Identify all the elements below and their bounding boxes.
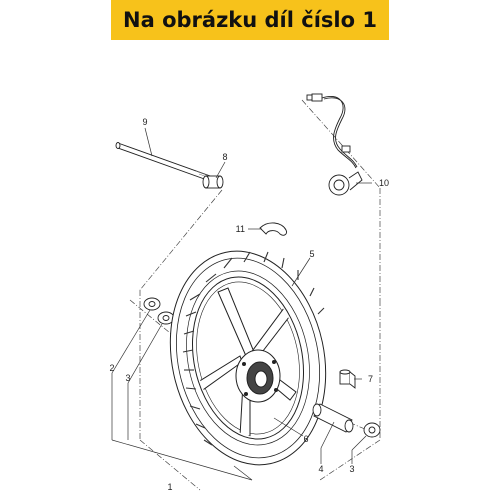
spacer-icon — [312, 403, 354, 433]
callout-5: 5 — [309, 249, 314, 259]
oil-seal-icon — [157, 311, 175, 325]
valve-icon — [339, 369, 356, 389]
callout-9: 9 — [142, 117, 147, 127]
speed-sensor-icon — [306, 93, 363, 196]
callout-8: 8 — [222, 152, 227, 162]
callout-1: 1 — [167, 482, 172, 492]
oil-seal-icon — [363, 422, 381, 438]
callout-2: 2 — [109, 363, 114, 373]
callout-labels: 9 8 10 11 5 2 3 7 6 4 3 1 — [109, 117, 389, 492]
title-banner: Na obrázku díl číslo 1 — [111, 0, 389, 40]
callout-10: 10 — [379, 178, 389, 188]
wheel-icon — [169, 250, 327, 466]
callout-3-left: 3 — [125, 373, 130, 383]
callout-4: 4 — [318, 464, 323, 474]
callout-6: 6 — [303, 434, 308, 444]
clip-icon — [259, 222, 287, 236]
banner-title: Na obrázku díl číslo 1 — [123, 8, 377, 32]
callout-3-right: 3 — [349, 464, 354, 474]
bearing-icon — [143, 297, 161, 311]
leader-lines — [111, 127, 372, 481]
callout-11: 11 — [236, 224, 245, 234]
collar-icon — [202, 175, 224, 189]
axle-icon — [115, 142, 213, 182]
callout-7: 7 — [368, 374, 373, 384]
